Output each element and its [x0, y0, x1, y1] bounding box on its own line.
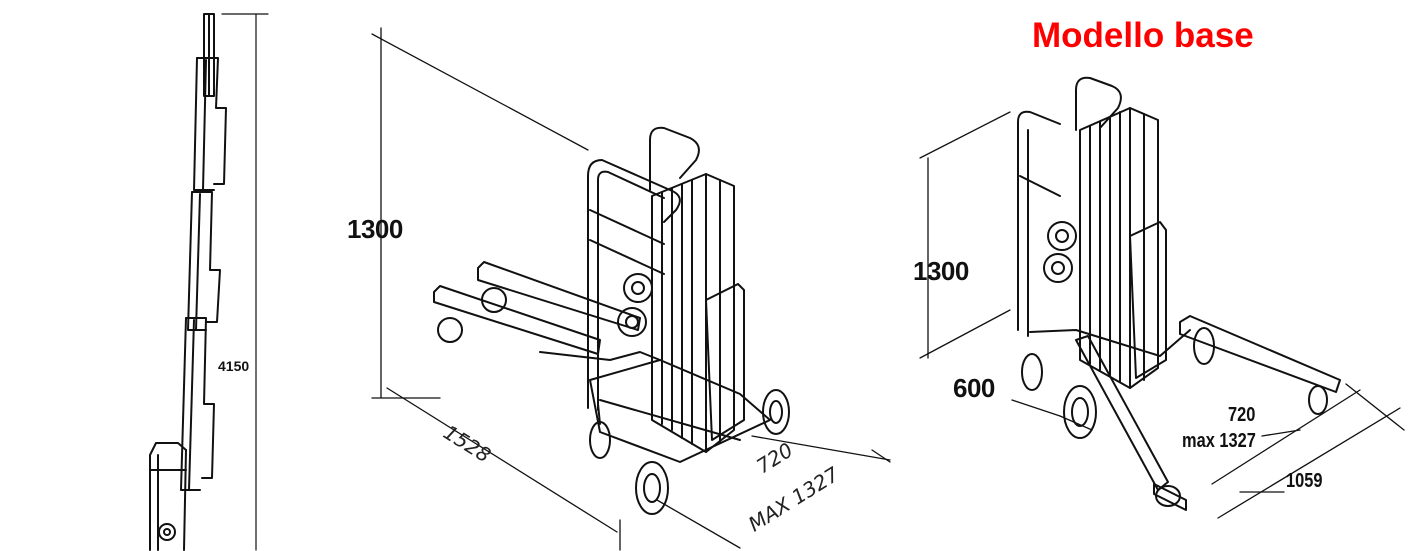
base-width-max-label: max 1327 — [1182, 430, 1256, 452]
transport-height-label: 1300 — [347, 214, 403, 244]
extended-mast-view — [149, 13, 269, 551]
base-width-label: 720 — [1228, 404, 1256, 426]
base-depth-label: 600 — [953, 373, 995, 403]
model-title: Modello base — [1032, 16, 1254, 55]
transport-view — [371, 27, 891, 551]
extended-height-label: 4150 — [218, 358, 250, 374]
base-model-view — [919, 76, 1405, 519]
base-height-label: 1300 — [913, 256, 969, 286]
base-length-label: 1059 — [1286, 470, 1323, 492]
